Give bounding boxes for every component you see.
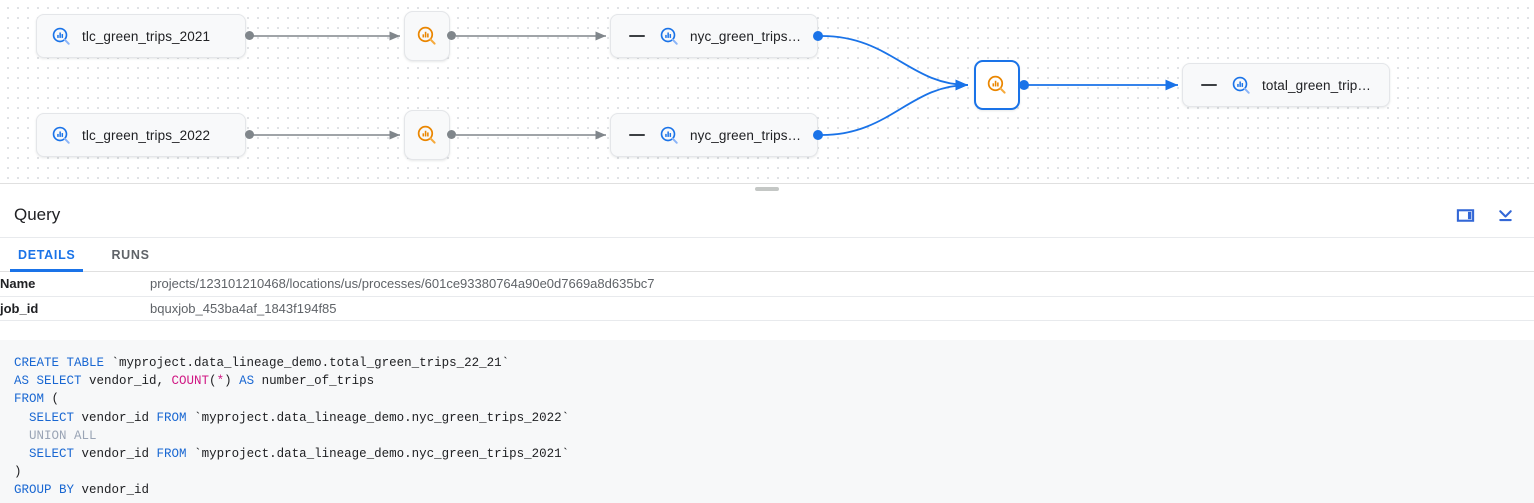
- lineage-node-selected-process[interactable]: [974, 60, 1020, 110]
- details-table: Name projects/123101210468/locations/us/…: [0, 272, 1534, 321]
- lineage-node-nyc-green-trips-2022[interactable]: nyc_green_trips…: [610, 113, 818, 157]
- bigquery-table-icon: [52, 27, 70, 45]
- node-output-port[interactable]: [447, 31, 456, 40]
- panel-splitter[interactable]: [0, 183, 1534, 193]
- bigquery-process-icon: [987, 75, 1006, 94]
- bigquery-process-icon: [417, 26, 436, 45]
- node-output-port[interactable]: [245, 130, 254, 139]
- panel-actions: [1454, 204, 1516, 226]
- lineage-node-label: tlc_green_trips_2022: [82, 127, 211, 143]
- bigquery-table-icon: [52, 126, 70, 144]
- panel-tabs: DETAILS RUNS: [0, 238, 1534, 272]
- panel-title: Query: [14, 205, 61, 224]
- bigquery-table-icon: [660, 27, 678, 45]
- detail-key: Name: [0, 276, 36, 292]
- sql-line: GROUP BY vendor_id: [14, 483, 150, 498]
- bigquery-process-icon: [417, 125, 436, 144]
- node-output-port[interactable]: [813, 31, 823, 41]
- detail-key: job_id: [0, 300, 39, 316]
- lineage-edges: [250, 31, 1178, 140]
- collapse-node-icon[interactable]: [1201, 83, 1217, 87]
- tab-runs[interactable]: RUNS: [93, 238, 167, 272]
- collapse-panel-icon[interactable]: [1494, 204, 1516, 226]
- node-output-port[interactable]: [447, 130, 456, 139]
- node-output-port[interactable]: [813, 130, 823, 140]
- lineage-node-nyc-green-trips-2021[interactable]: nyc_green_trips…: [610, 14, 818, 58]
- detail-value: projects/123101210468/locations/us/proce…: [150, 276, 655, 292]
- sql-line: SELECT vendor_id FROM `myproject.data_li…: [29, 447, 570, 462]
- node-output-port[interactable]: [1019, 80, 1029, 90]
- tab-details[interactable]: DETAILS: [0, 238, 93, 272]
- node-output-port[interactable]: [245, 31, 254, 40]
- sql-line: UNION ALL: [29, 428, 97, 443]
- lineage-node-total-green-trips[interactable]: total_green_trip…: [1182, 63, 1390, 107]
- lineage-node-tlc-green-trips-2021[interactable]: tlc_green_trips_2021: [36, 14, 246, 58]
- bigquery-table-icon: [1232, 76, 1250, 94]
- sql-line: ): [14, 465, 22, 480]
- lineage-node-process-b[interactable]: [404, 110, 450, 160]
- drag-handle[interactable]: [755, 187, 779, 191]
- lineage-node-label: nyc_green_trips…: [690, 127, 802, 143]
- sql-code-block[interactable]: CREATE TABLE `myproject.data_lineage_dem…: [0, 340, 1534, 503]
- sql-line: SELECT vendor_id FROM `myproject.data_li…: [29, 410, 570, 425]
- collapse-node-icon[interactable]: [629, 34, 645, 38]
- sql-line: AS SELECT vendor_id, COUNT(*) AS number_…: [14, 374, 375, 389]
- collapse-node-icon[interactable]: [629, 133, 645, 137]
- lineage-node-tlc-green-trips-2022[interactable]: tlc_green_trips_2022: [36, 113, 246, 157]
- lineage-node-label: nyc_green_trips…: [690, 28, 802, 44]
- query-panel-header: Query: [0, 193, 1534, 238]
- sql-line: CREATE TABLE `myproject.data_lineage_dem…: [14, 356, 510, 370]
- lineage-graph-canvas[interactable]: tlc_green_trips_2021 tlc_green_trips_202…: [0, 0, 1534, 183]
- table-row: job_id bquxjob_453ba4af_1843f194f85: [0, 296, 1534, 320]
- lineage-node-label: tlc_green_trips_2021: [82, 28, 211, 44]
- sql-line: FROM (: [14, 392, 60, 407]
- side-panel-icon[interactable]: [1454, 204, 1476, 226]
- bigquery-table-icon: [660, 126, 678, 144]
- lineage-node-label: total_green_trip…: [1262, 77, 1372, 93]
- table-row: Name projects/123101210468/locations/us/…: [0, 272, 1534, 296]
- lineage-node-process-a[interactable]: [404, 11, 450, 61]
- detail-value: bquxjob_453ba4af_1843f194f85: [150, 300, 337, 316]
